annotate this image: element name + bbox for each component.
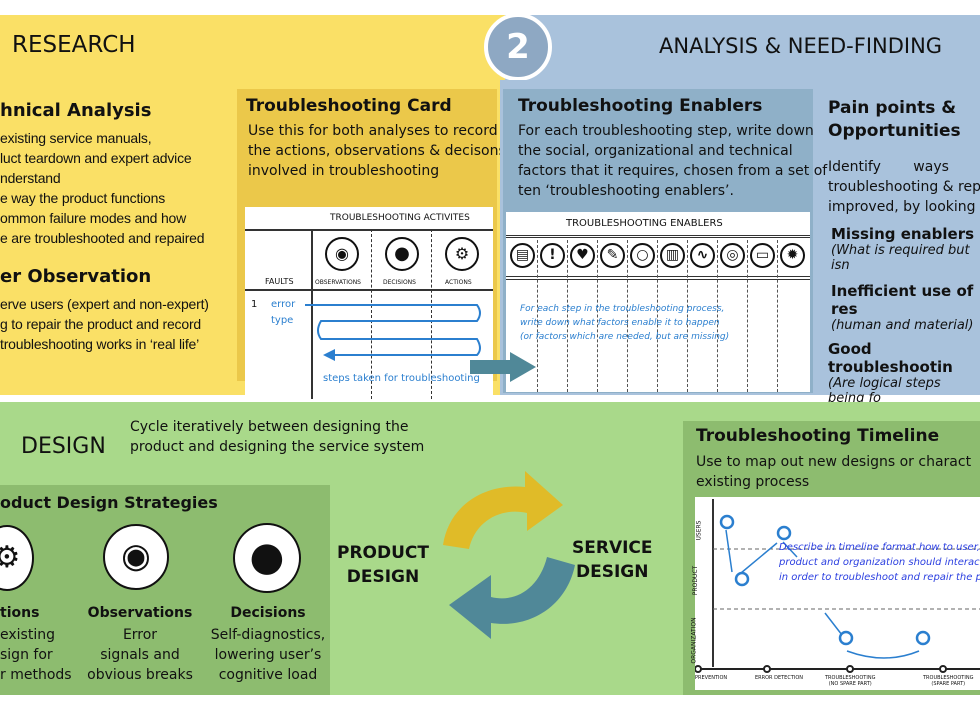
enablers-note: For each step in the troubleshooting pro… — [520, 304, 730, 342]
kit-icon: ▭ — [750, 243, 775, 268]
timeline-point — [719, 514, 735, 530]
manual-icon: ▤ — [510, 243, 535, 268]
part-icon: ○ — [630, 243, 655, 268]
pain-points-title: Pain points &Opportunities — [828, 98, 961, 141]
cycle-arrow-yellow — [443, 471, 563, 549]
heart-icon: ♥ — [570, 243, 595, 268]
research-title: RESEARCH — [12, 32, 136, 58]
diagram-icon: ∿ — [690, 243, 715, 268]
steps-path-arrow — [305, 304, 481, 361]
timeline-point — [776, 525, 792, 541]
enablers-desc: For each troubleshooting step, write dow… — [518, 123, 828, 199]
user-observation-title: er Observation — [0, 266, 152, 287]
card-table: TROUBLESHOOTING ACTIVITES ◉ ● ⚙ FAULTS O… — [245, 207, 493, 399]
user-observation-text: erve users (expert and non-expert) g to … — [0, 296, 209, 352]
timeline-chart: USERS PRODUCT ORGANIZATION Describe in t… — [691, 497, 980, 690]
strategies-title: oduct Design Strategies — [0, 493, 218, 512]
head-icon: ● — [233, 523, 301, 593]
timeline-point — [838, 630, 854, 646]
timeline-title: Troubleshooting Timeline — [696, 426, 940, 446]
listen-icon: ◎ — [720, 243, 745, 268]
pain-point-missing: Missing enablers(What is required but is… — [831, 225, 975, 273]
tool-icon: ✎ — [600, 243, 625, 268]
research-header — [0, 15, 505, 80]
analysis-title: ANALYSIS & NEED-FINDING — [659, 34, 943, 58]
strategy-decisions: Decisions Self-diagnostics,lowering user… — [210, 605, 326, 683]
cycle-arrows-icon — [443, 471, 575, 639]
head-icon: ● — [385, 237, 419, 271]
pain-points-desc: Identify ways in troubleshooting & repa … — [828, 159, 980, 215]
card-title: Troubleshooting Card — [246, 96, 452, 116]
alert-icon: ! — [540, 243, 565, 268]
step-number-badge: 2 — [484, 13, 552, 81]
enablers-title: Troubleshooting Enablers — [518, 96, 763, 116]
timeline-note: Describe in timeline format how to user,… — [779, 542, 980, 583]
book-icon: ▥ — [660, 243, 685, 268]
design-title: DESIGN — [21, 434, 106, 459]
arrow-right-icon — [470, 352, 536, 382]
eye-icon: ◉ — [325, 237, 359, 271]
cycle-arrow-teal — [449, 557, 575, 639]
gear-icon: ✹ — [780, 243, 805, 268]
timeline-points — [719, 514, 931, 646]
eye-icon: ◉ — [103, 524, 169, 590]
analysis-header — [505, 15, 980, 80]
technical-analysis-title: hnical Analysis — [0, 100, 152, 121]
timeline-point — [734, 571, 750, 587]
timeline-point — [915, 630, 931, 646]
pain-point-inefficient: Inefficient use of res(human and materia… — [831, 282, 974, 333]
enablers-table: TROUBLESHOOTING ENABLERS ▤!♥✎○▥∿◎▭✹ For … — [506, 212, 810, 392]
technical-analysis-text: existing service manuals, luct teardown … — [0, 130, 205, 246]
pain-point-good: Good troubleshootin(Are logical steps be… — [828, 340, 953, 406]
card-desc: Use this for both analyses to record the… — [248, 123, 506, 179]
wrench-icon: ⚙ — [445, 237, 479, 271]
